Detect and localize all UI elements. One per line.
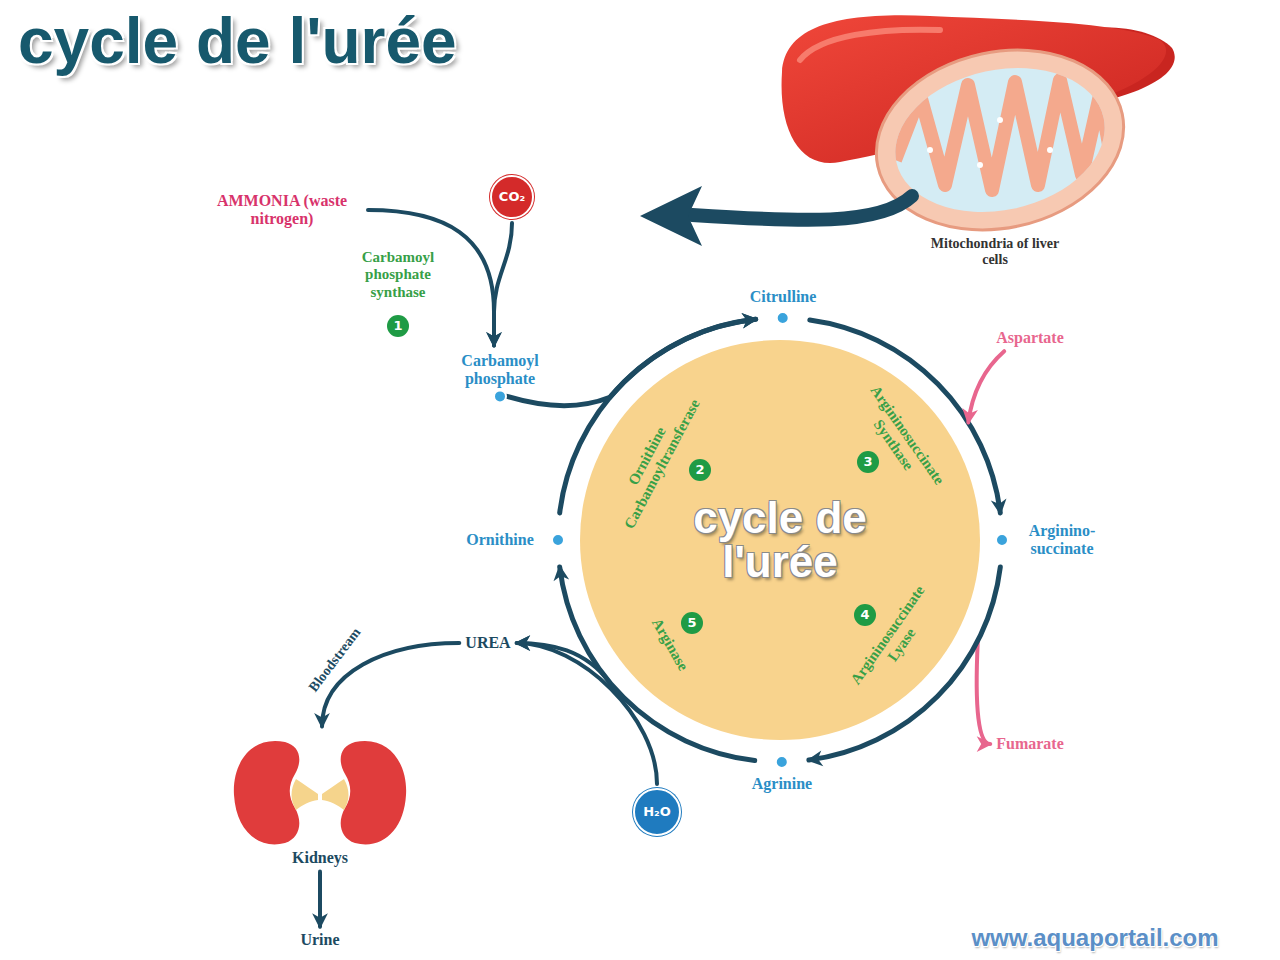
renal-pelvis — [292, 779, 319, 810]
junction-dot — [996, 534, 1008, 546]
molecule-circle: H₂O — [633, 788, 681, 836]
label-text: 4 — [860, 608, 869, 623]
label-text: 3 — [863, 455, 872, 470]
cycle-circle: cycle de l'urée — [580, 340, 980, 740]
junction-dot — [776, 756, 788, 768]
connector — [968, 351, 1004, 422]
kidney — [341, 741, 406, 844]
label-text: 2 — [695, 463, 704, 478]
product: Urine — [300, 931, 339, 949]
connector — [318, 872, 322, 927]
node-text: CO₂ — [499, 190, 525, 205]
product: UREA — [465, 634, 510, 652]
kidney — [234, 741, 299, 844]
cristae — [895, 80, 1110, 190]
metabolite: Ornithine — [466, 531, 534, 549]
node-text: UREA — [465, 634, 510, 652]
label-text: 1 — [393, 319, 402, 334]
callout-number: 3 — [857, 451, 879, 473]
label-text: Carbamoyl phosphate synthase — [343, 249, 453, 301]
node-text: cycle de l'urée — [665, 496, 895, 584]
label-text: www.aquaportail.com — [971, 924, 1218, 952]
junction-dot — [777, 312, 789, 324]
liver-highlight — [800, 30, 940, 60]
node-text: Carbamoyl phosphate — [450, 352, 550, 389]
organ: Kidneys — [205, 733, 435, 868]
callout-number: 1 — [387, 315, 409, 337]
callout-number: 5 — [681, 612, 703, 634]
node-text: Urine — [300, 931, 339, 949]
metabolite: Agrinine — [752, 775, 812, 793]
mitochondrion — [859, 28, 1140, 252]
metabolite: Arginino- succinate — [1017, 522, 1107, 559]
label-text: Mitochondria of liver cells — [925, 236, 1065, 268]
source-label: AMMONIA (waste nitrogen) — [202, 192, 362, 229]
label-text: 5 — [687, 616, 696, 631]
node-text: Citrulline — [750, 288, 817, 306]
callout-number: 4 — [854, 604, 876, 626]
node-text: Fumarate — [996, 735, 1064, 753]
callout-number: 2 — [689, 459, 711, 481]
cristae-fold — [895, 80, 1110, 190]
granule — [977, 162, 983, 168]
connector — [977, 641, 991, 744]
molecule-circle: CO₂ — [490, 175, 534, 219]
connector — [494, 223, 512, 346]
renal-pelvis — [322, 779, 349, 810]
big-arrow — [692, 196, 912, 220]
watermark: www.aquaportail.com — [971, 924, 1218, 952]
granule — [927, 147, 933, 153]
node-text: Aspartate — [996, 329, 1064, 347]
junction-dot — [552, 534, 564, 546]
node-text: Arginino- succinate — [1017, 522, 1107, 559]
diagram-title: cycle de l'urée — [18, 4, 457, 78]
metabolite: Aspartate — [996, 329, 1064, 347]
node-text: AMMONIA (waste nitrogen) — [202, 192, 362, 229]
granule — [1047, 147, 1053, 153]
metabolite: Citrulline — [750, 288, 817, 306]
junction-dot — [494, 390, 506, 402]
organelle-label: Mitochondria of liver cells — [925, 236, 1065, 268]
node-text: Ornithine — [466, 531, 534, 549]
mitochondrion-matrix — [882, 49, 1118, 230]
node-text: Agrinine — [752, 775, 812, 793]
enzyme-label: Carbamoyl phosphate synthase — [343, 249, 453, 301]
kidneys-illustration — [234, 741, 406, 844]
metabolite: Fumarate — [996, 735, 1064, 753]
big-arrow-head — [640, 186, 702, 246]
title-text: cycle de l'urée — [18, 4, 457, 78]
metabolite: Carbamoyl phosphate — [450, 352, 550, 389]
node-text: Kidneys — [292, 849, 348, 867]
granule — [997, 117, 1003, 123]
node-text: H₂O — [643, 805, 671, 820]
